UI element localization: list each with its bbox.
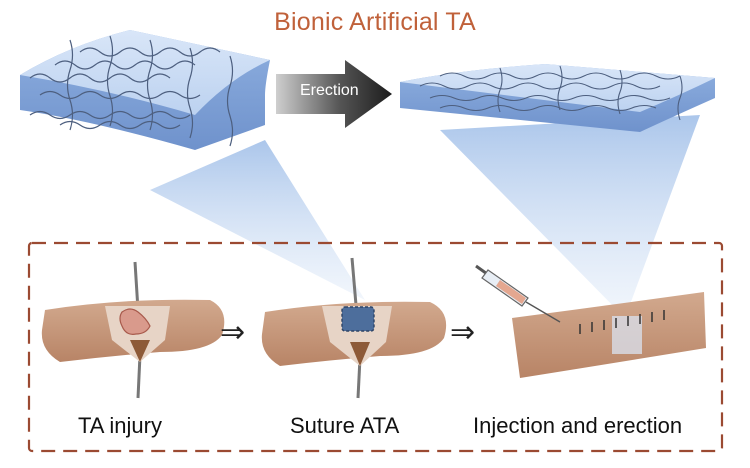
step-2-illustration xyxy=(261,257,447,399)
procedure-frame xyxy=(27,241,724,453)
transition-arrow-2: ⇒ xyxy=(450,315,475,350)
scaffold-before-erection xyxy=(20,30,270,150)
erection-arrow-label: Erection xyxy=(300,82,359,99)
step-3-label: Injection and erection xyxy=(473,413,683,438)
transition-arrow-1: ⇒ xyxy=(220,315,245,350)
step-1-illustration xyxy=(41,261,225,399)
projection-cone-left xyxy=(150,140,365,300)
step-2-label: Suture ATA xyxy=(290,413,400,438)
step-3-illustration xyxy=(475,264,706,378)
step-1-label: TA injury xyxy=(78,413,162,438)
syringe-icon xyxy=(475,264,561,323)
page-title: Bionic Artificial TA xyxy=(274,8,476,36)
erection-arrow xyxy=(276,60,392,128)
projection-cone-right xyxy=(440,115,700,318)
scaffold-after-erection xyxy=(400,64,715,132)
